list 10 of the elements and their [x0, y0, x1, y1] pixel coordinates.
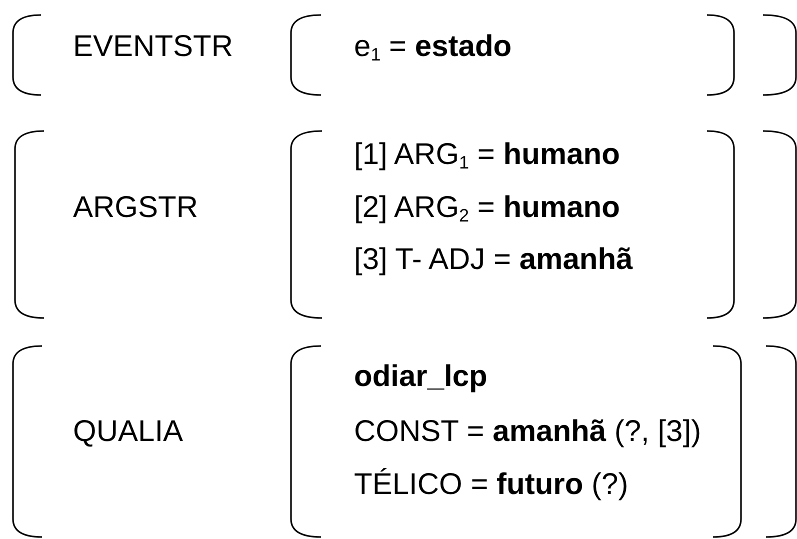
feature-name: ARGSTR — [73, 190, 198, 226]
feature-value: odiar_lcp — [354, 359, 488, 395]
feature-value: [2] ARG$_{2}$ = humano — [354, 190, 620, 226]
feature-value: TÉLICO = futuro (?) — [354, 467, 628, 503]
feature-value: [1] ARG$_{1}$ = humano — [354, 137, 620, 173]
feature-name: QUALIA — [73, 414, 184, 450]
feature-value: [3] T- ADJ = amanhã — [354, 242, 633, 278]
feature-name: EVENTSTR — [73, 29, 234, 65]
feature-value: CONST = amanhã (?, [3]) — [354, 414, 702, 450]
feature-value: e$_{1}$ = estado — [354, 29, 512, 65]
